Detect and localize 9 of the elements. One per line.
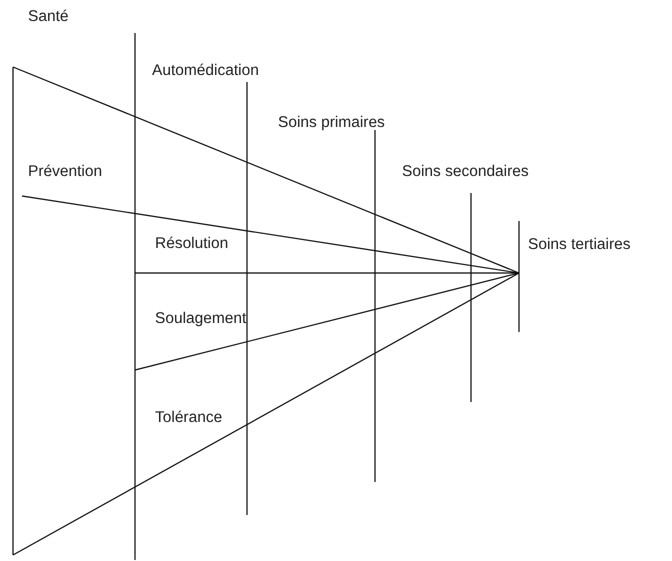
axis-label: Automédication [152, 62, 259, 80]
axis-label: Soins tertiaires [528, 236, 631, 254]
axis-label: Tolérance [155, 409, 222, 427]
axis-label: Soins secondaires [402, 163, 529, 181]
axis-label: Soulagement [155, 310, 246, 328]
axis-label: Prévention [28, 163, 102, 181]
axis-label: Résolution [155, 235, 228, 253]
axis-label: Santé [28, 8, 69, 26]
axis-label: Soins primaires [278, 114, 385, 132]
